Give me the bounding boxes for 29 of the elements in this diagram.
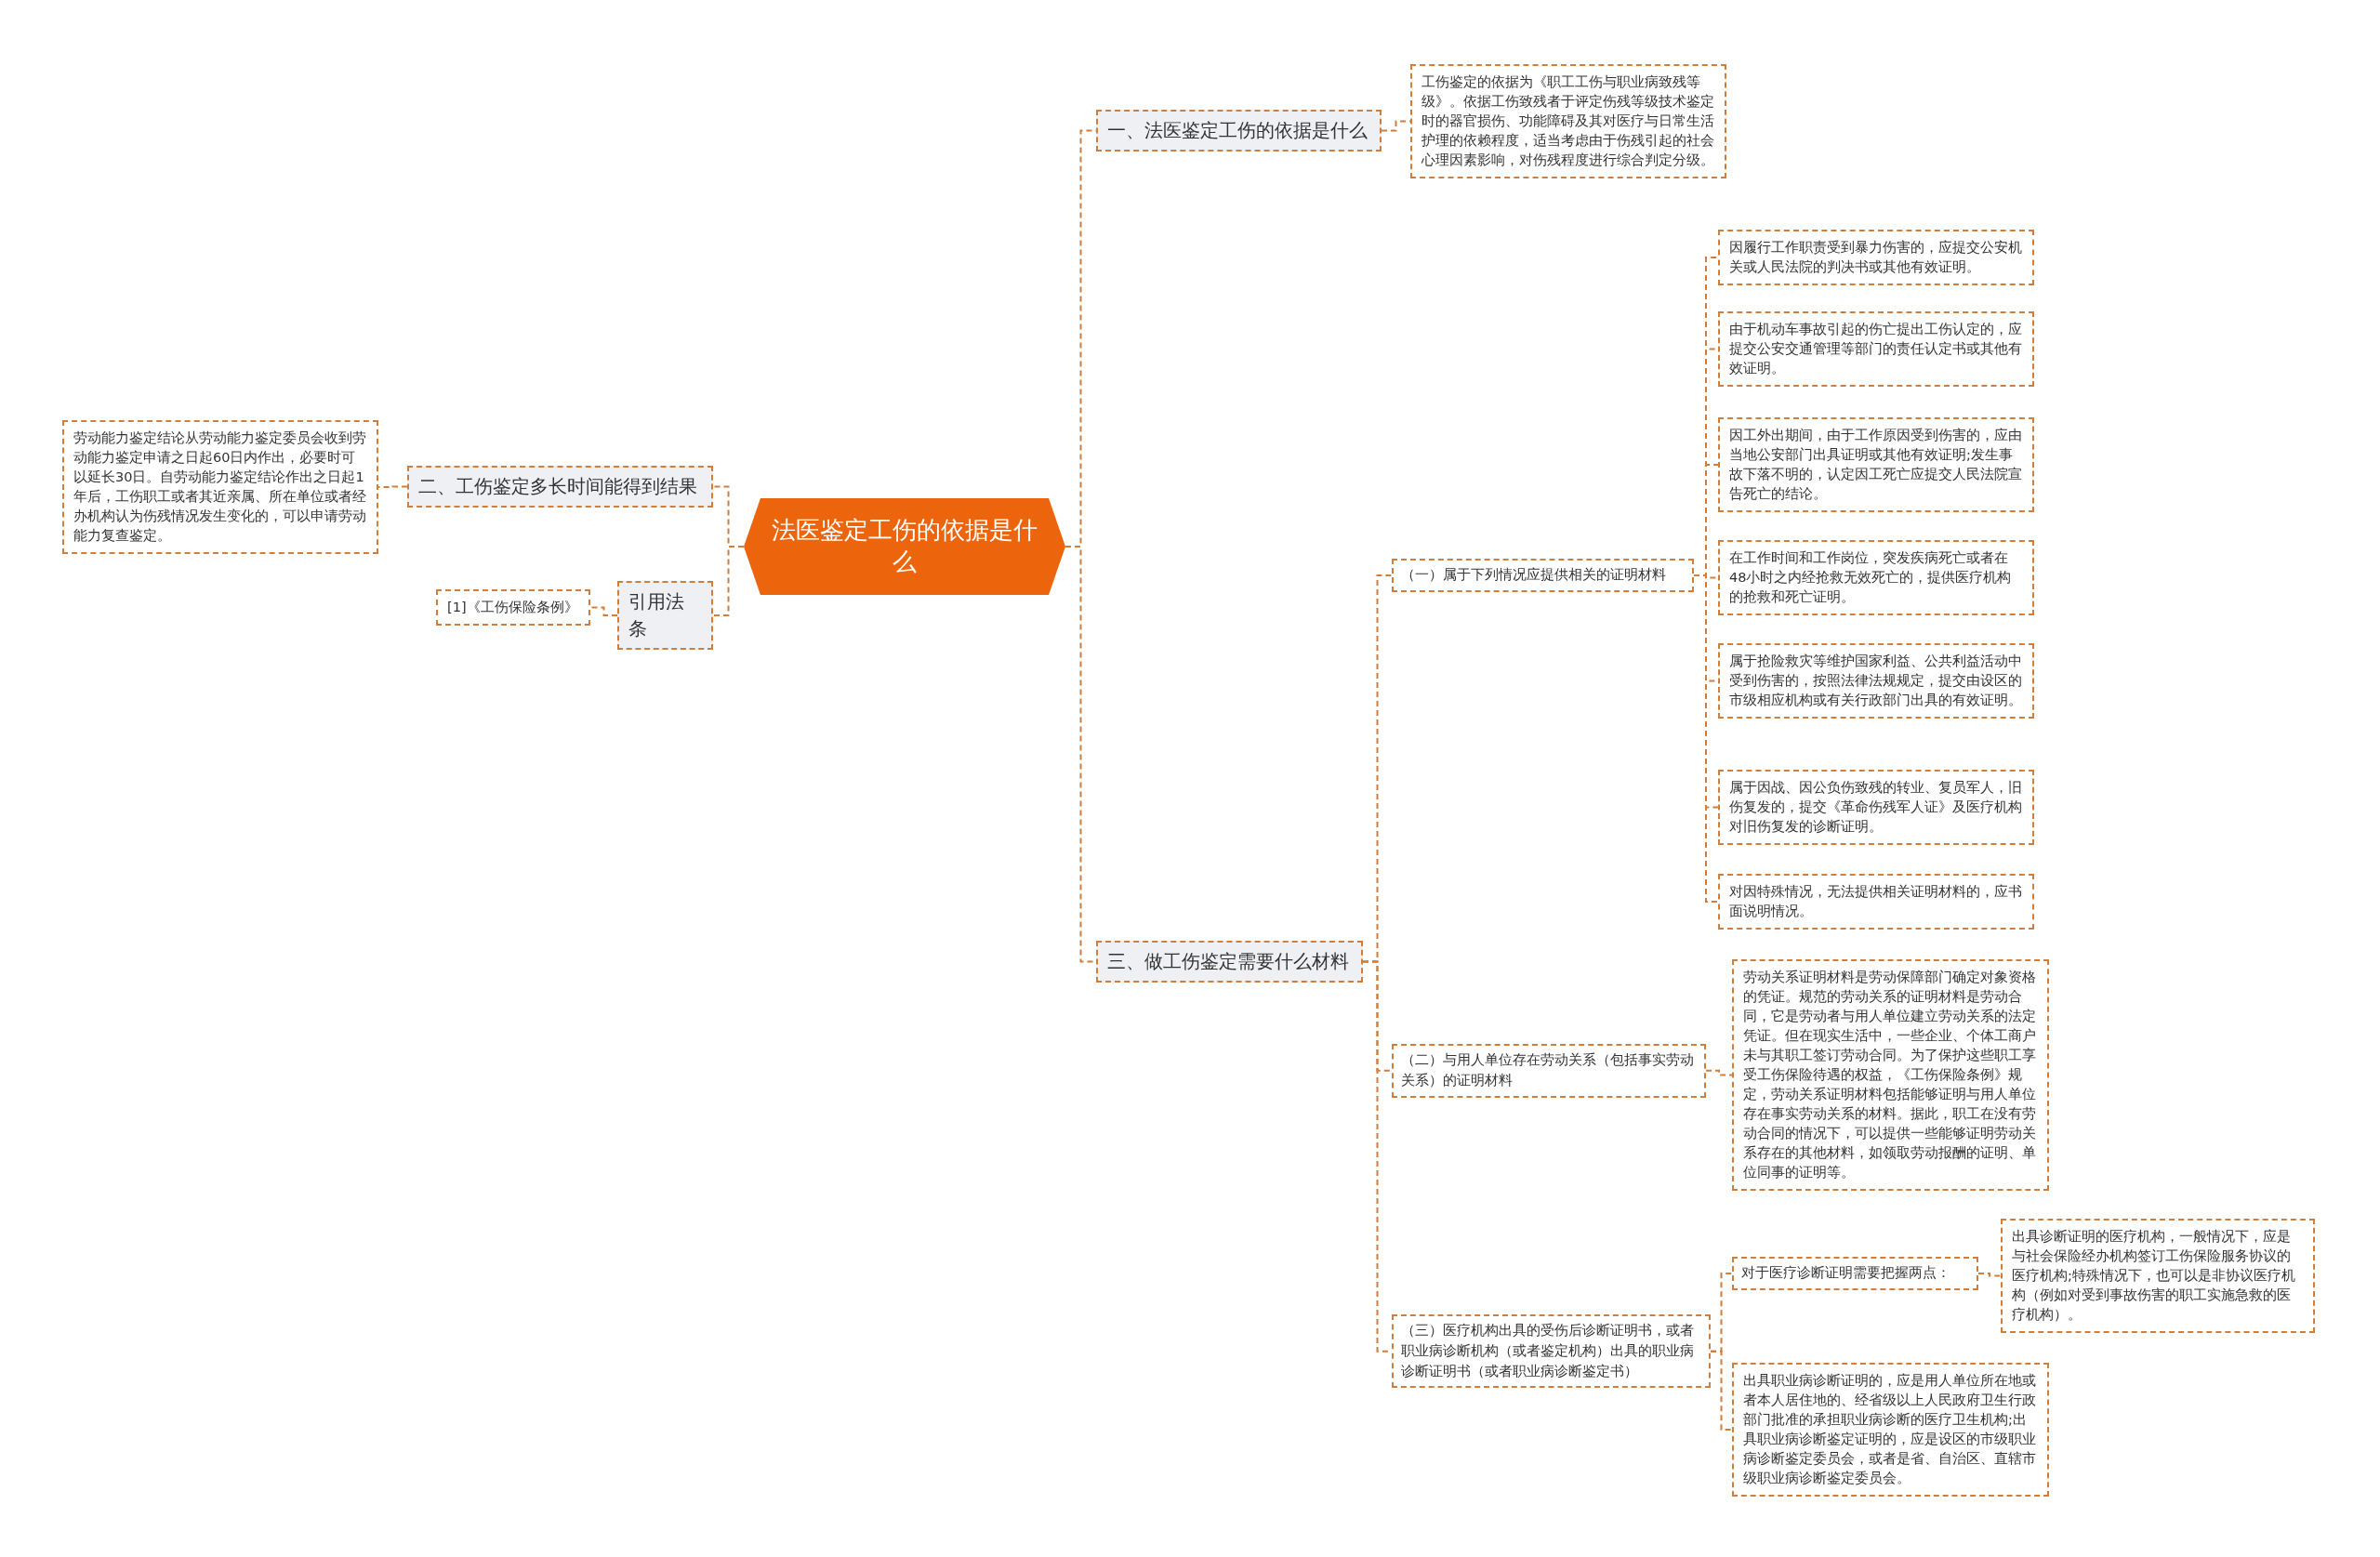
note-box: 因工外出期间，由于工作原因受到伤害的，应由当地公安部门出具证明或其他有效证明;发生事故下落不明的，认定因工死亡应提交人民法院宣告死亡的结论。 [1718,417,2034,513]
connector-line [589,606,618,616]
note-box: 出具诊断证明的医疗机构，一般情况下，应是与社会保险经办机构签订工伤保险服务协议的医疗机构;特殊情况下，也可以是非协议医疗机构（例如对受到事故伤害的职工实施急救的医疗机构）。 [2001,1219,2315,1334]
note-box: 属于因战、因公负伤致残的转业、复员军人，旧伤复发的，提交《革命伤残军人证》及医疗机构对旧伤复发的诊断证明。 [1718,770,2034,846]
note-box: 因履行工作职责受到暴力伤害的，应提交公安机关或人民法院的判决书或其他有效证明。 [1718,230,2034,286]
connector-line [1693,574,1719,903]
connector-line [1977,1272,2002,1277]
note-box: 出具职业病诊断证明的，应是用人单位所在地或者本人居住地的、经省级以上人民政府卫生行政部门批准的承担职业病诊断的医疗卫生机构;出具职业病诊断鉴定证明的，应是设区的市级职业病诊断鉴定委员会，或者是省、自治区、直辖市级职业病诊断鉴定委员会。 [1732,1363,2049,1498]
note-box: 属于抢险救灾等维护国家利益、公共利益活动中受到伤害的，按照法律法规规定，提交由设区的市级相应机构或有关行政部门出具的有效证明。 [1718,643,2034,719]
topic-box: 对于医疗诊断证明需要把握两点： [1732,1257,1978,1290]
note-box: 工伤鉴定的依据为《职工工伤与职业病致残等级》。依据工伤致残者于评定伤残等级技术鉴定时的器官损伤、功能障碍及其对医疗与日常生活护理的依赖程度，适当考虑由于伤残引起的社会心理因素影响，对伤残程度进行综合判定分级。 [1410,64,1726,179]
note-box: [1]《工伤保险条例》 [436,589,590,626]
topic-box: 引用法条 [617,581,713,650]
topic-box: 一、法医鉴定工伤的依据是什么 [1096,110,1382,152]
topic-box: （三）医疗机构出具的受伤后诊断证明书，或者职业病诊断机构（或者鉴定机构）出具的职业病诊断证明书（或者职业病诊断鉴定书） [1392,1314,1711,1389]
connector-line [1710,1350,1733,1432]
topic-box: （一）属于下列情况应提供相关的证明材料 [1392,559,1694,592]
topic-box: 三、做工伤鉴定需要什么材料 [1096,941,1363,983]
connector-line [712,546,745,616]
note-box: 对因特殊情况，无法提供相关证明材料的，应书面说明情况。 [1718,874,2034,930]
note-box: 劳动关系证明材料是劳动保障部门确定对象资格的凭证。规范的劳动关系的证明材料是劳动合同，它是劳动者与用人单位建立劳动关系的法定凭证。但在现实生活中，一些企业、个体工商户未与其职工签订劳动合同。为了保护这些职工享受工伤保险待遇的权益，《工伤保险条例》规定，劳动关系证明材料包括能够证明与用人单位存在事实劳动关系的材料。据此，职工在没有劳动合同的情况下，可以提供一些能够证明劳动关系存在的其他材料，如领取劳动报酬的证明、单位同事的证明等。 [1732,959,2049,1192]
topic-box: （二）与用人单位存在劳动关系（包括事实劳动关系）的证明材料 [1392,1044,1706,1098]
central-topic-hexagon [744,498,1065,595]
note-box: 劳动能力鉴定结论从劳动能力鉴定委员会收到劳动能力鉴定申请之日起60日内作出，必要时可以延长30日。自劳动能力鉴定结论作出之日起1年后，工伤职工或者其近亲属、所在单位或者经办机构认为伤残情况发生变化的，可以申请劳动能力复查鉴定。 [62,420,378,555]
topic-title: 法医鉴定工伤的依据是什么 [771,515,1038,577]
note-box: 由于机动车事故引起的伤亡提出工伤认定的，应提交公安交通管理等部门的责任认定书或其他有效证明。 [1718,311,2034,388]
connector-line [1705,1069,1733,1076]
note-box: 在工作时间和工作岗位，突发疾病死亡或者在48小时之内经抢救无效死亡的，提供医疗机构的抢救和死亡证明。 [1718,540,2034,616]
topic-box: 二、工伤鉴定多长时间能得到结果 [407,466,713,508]
